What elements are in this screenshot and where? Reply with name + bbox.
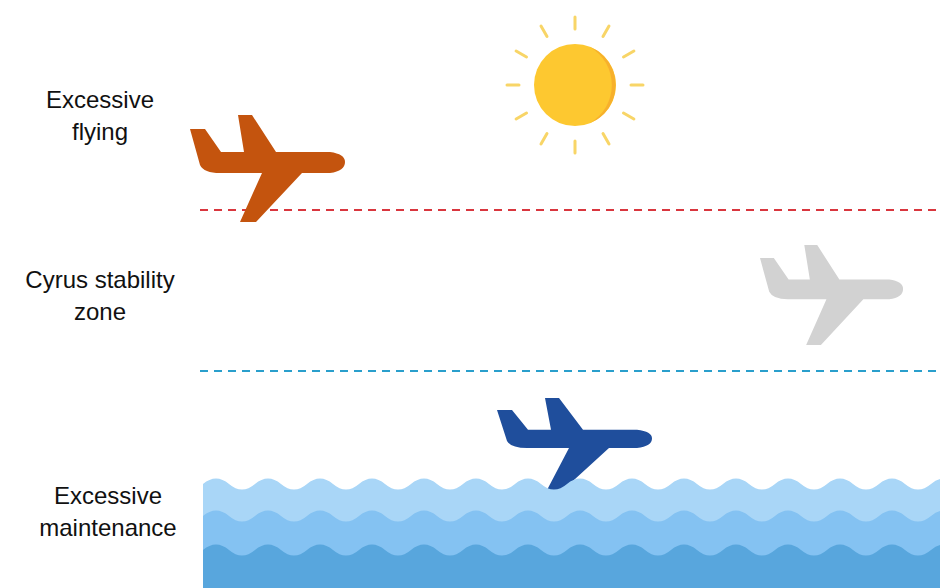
sun-ray [603,26,609,36]
wave-layer [203,545,940,588]
sun-ray [623,51,633,57]
water-waves [203,479,940,588]
high-plane-icon [190,115,345,222]
sun-ray [541,133,547,143]
sun-symbol [507,17,643,153]
low-plane-icon [497,398,652,490]
sun-ray [516,51,526,57]
sun-ray [623,113,633,119]
sun-ray [574,141,577,153]
wave-layer [203,511,940,588]
sun-ray [574,17,577,29]
sun-ray [631,84,643,87]
zone-label: Cyrus stability zone [3,264,198,328]
sun-ray [603,133,609,143]
lower-limit-line [200,370,940,372]
stable-plane-icon [760,245,903,345]
wave-layer [203,479,940,588]
zone-label: Excessive flying [30,84,170,148]
sun-ray [541,26,547,36]
zone-label: Excessive maintenance [11,480,206,544]
sun-ray [516,113,526,119]
upper-limit-line [200,209,940,211]
sun-ray [507,84,519,87]
